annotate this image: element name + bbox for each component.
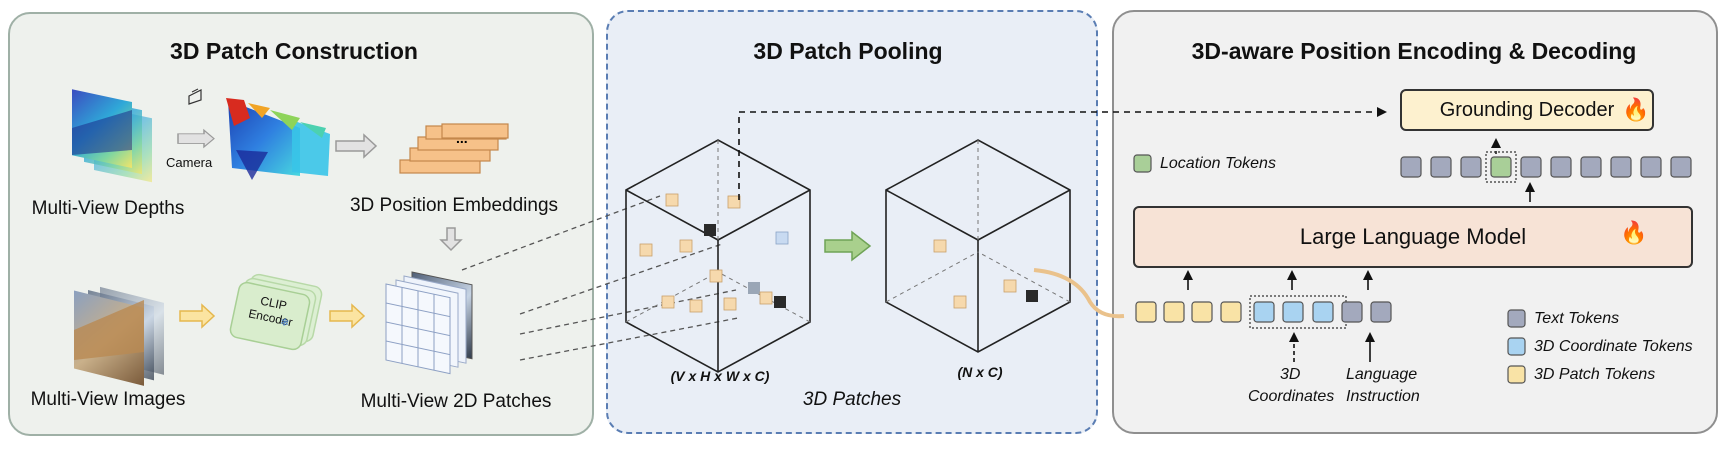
patch-pooling-panel [606, 10, 1098, 434]
coords-label-2: Coordinates [1248, 388, 1335, 405]
left-dims-label: (V x H x W x C) [670, 368, 770, 384]
flame-icon: 🔥 [1620, 220, 1648, 245]
llm-label: Large Language Model [1299, 224, 1527, 249]
grounding-decoder-box: Grounding Decoder [1400, 89, 1654, 131]
patch-to-cube-lines [461, 195, 739, 361]
clip-encoder-stack [229, 273, 323, 351]
grounding-decoder-label: Grounding Decoder [1439, 98, 1615, 121]
coords-label-1: 3D [1280, 366, 1301, 383]
pooling-arrow [824, 230, 872, 262]
output-token-row [1400, 151, 1692, 183]
images-to-encoder-arrow [179, 303, 216, 329]
legend-coord-label: 3D Coordinate Tokens [1534, 338, 1693, 355]
encoding-title: 3D-aware Position Encoding & Decoding [1191, 38, 1637, 64]
position-embedding-bars: ... [399, 123, 509, 174]
embeddings-label: 3D Position Embeddings [349, 195, 559, 216]
flame-icon: 🔥 [1622, 97, 1650, 122]
small-cube [885, 139, 1071, 353]
location-token-swatch [1133, 154, 1152, 173]
llm-box: Large Language Model [1133, 206, 1693, 268]
patches-to-tokens-curve [1033, 268, 1125, 319]
point-cloud-depth [226, 98, 330, 180]
lang-label-1: Language [1346, 366, 1418, 383]
legend-text-label: Text Tokens [1534, 310, 1620, 327]
depth-to-embedding-arrow [335, 133, 378, 159]
small-cube-voxels [933, 239, 1038, 309]
legend-coord-swatch [1507, 337, 1526, 356]
encoder-to-patches-arrow [329, 303, 366, 329]
patches-caption: 3D Patches [802, 389, 902, 410]
input-token-row [1135, 295, 1392, 329]
images-label: Multi-View Images [30, 389, 186, 410]
cube-to-decoder-line [738, 107, 1387, 200]
camera-arrow [177, 128, 215, 149]
patch-grids [385, 271, 473, 375]
camera-label: Camera [166, 155, 213, 170]
legend-text-swatch [1507, 309, 1526, 328]
camera-icon [188, 88, 202, 105]
depth-maps-stack [72, 89, 152, 183]
patches-label: Multi-View 2D Patches [360, 391, 552, 412]
multi-view-images-stack [74, 286, 164, 386]
right-dims-label: (N x C) [957, 364, 1003, 380]
large-cube [625, 139, 811, 373]
legend-patch-label: 3D Patch Tokens [1534, 366, 1656, 383]
embedding-down-arrow [439, 227, 463, 252]
legend-patch-swatch [1507, 365, 1526, 384]
depths-label: Multi-View Depths [31, 198, 185, 219]
large-cube-voxels [639, 193, 789, 313]
lang-label-2: Instruction [1346, 388, 1420, 405]
construction-title: 3D Patch Construction [170, 38, 418, 64]
pooling-title: 3D Patch Pooling [753, 38, 943, 64]
location-tokens-label: Location Tokens [1160, 155, 1276, 172]
